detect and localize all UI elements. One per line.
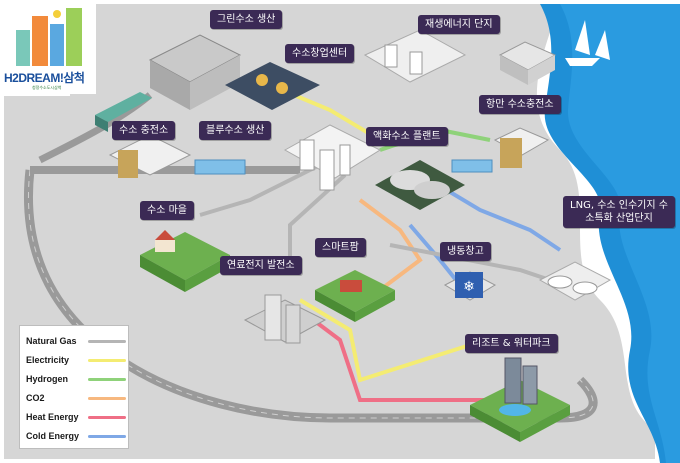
legend-swatch [88,359,126,362]
legend-swatch [88,397,126,400]
label-port-h2-station: 항만 수소충전소 [479,95,561,114]
legend-item-cold-energy: Cold Energy [26,429,126,443]
label-resort-waterpark: 리조트 & 워터파크 [465,334,558,353]
logo-brand-text: H2DREAM!삼척 [4,71,85,85]
legend-item-hydrogen: Hydrogen [26,372,126,386]
label-cold-storage: 냉동창고 [440,242,491,261]
legend-item-natural-gas: Natural Gas [26,334,126,348]
svg-text:❄: ❄ [463,279,475,295]
label-h2-village: 수소 마을 [140,201,194,220]
label-blue-h2-production: 블루수소 생산 [199,121,272,140]
label-lng-h2-base: LNG, 수소 인수기지 수소특화 산업단지 [563,196,675,228]
h2dream-logo: H2DREAM!삼척 청정수소도시삼척 [2,2,96,94]
city-skyline-logo-graphic [16,8,82,66]
legend-item-electricity: Electricity [26,353,126,367]
label-smart-farm: 스마트팜 [315,238,366,257]
label-renewable-complex: 재생에너지 단지 [418,15,500,34]
legend-swatch [88,435,126,438]
energy-legend: Natural Gas Electricity Hydrogen CO2 Hea… [19,325,129,449]
legend-item-heat-energy: Heat Energy [26,410,126,424]
label-h2-station: 수소 충전소 [112,121,176,140]
label-liquid-h2-plant: 액화수소 플랜트 [366,127,448,146]
legend-swatch [88,378,126,381]
label-fuel-cell-plant: 연료전지 발전소 [220,256,302,275]
label-green-h2-production: 그린수소 생산 [210,10,283,29]
legend-item-co2: CO2 [26,391,126,405]
label-h2-startup-center: 수소창업센터 [285,44,355,63]
legend-swatch [88,340,126,343]
logo-tagline: 청정수소도시삼척 [32,85,62,90]
legend-swatch [88,416,126,419]
